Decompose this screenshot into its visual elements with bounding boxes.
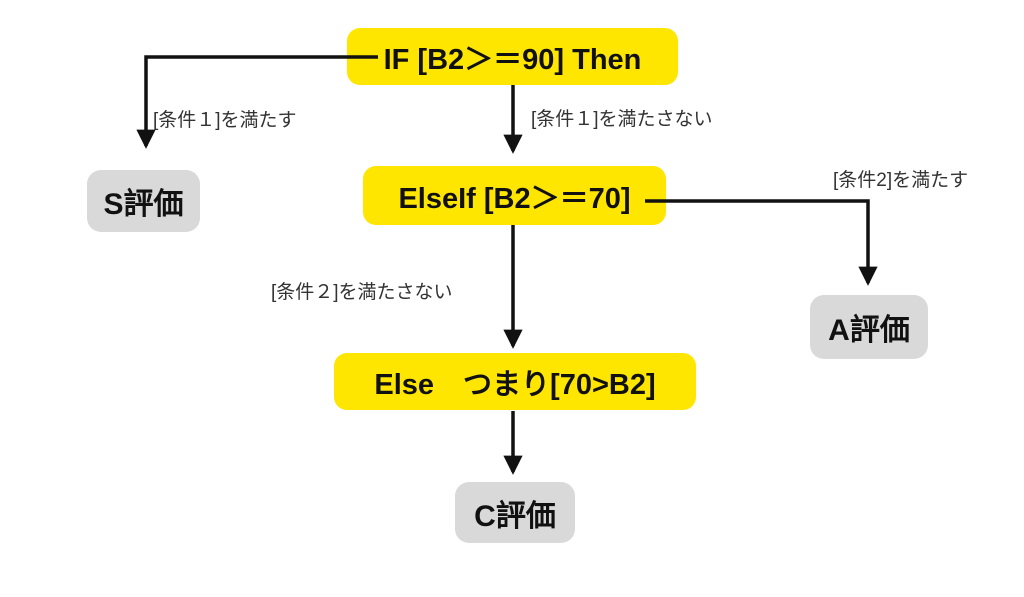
- node-if-condition: IF [B2＞＝90] Then: [347, 28, 678, 85]
- edge-label-condition2-not-met: [条件２]を満たさない: [271, 282, 453, 303]
- edge-label-condition1-met: [条件１]を満たす: [153, 110, 297, 131]
- node-elseif-condition: ElseIf [B2＞＝70]: [363, 166, 666, 225]
- edge-cond1-true-arrow: [136, 55, 378, 149]
- node-result-c-grade: C評価: [455, 482, 575, 543]
- node-result-a-grade: A評価: [810, 295, 928, 359]
- node-result-s-grade: S評価: [87, 170, 200, 232]
- edge-label-condition1-not-met: [条件１]を満たさない: [531, 109, 713, 130]
- edge-cond2-true-arrow: [645, 199, 878, 286]
- node-else-condition: Else つまり[70>B2]: [334, 353, 696, 410]
- edge-label-condition2-met: [条件2]を満たす: [833, 170, 969, 191]
